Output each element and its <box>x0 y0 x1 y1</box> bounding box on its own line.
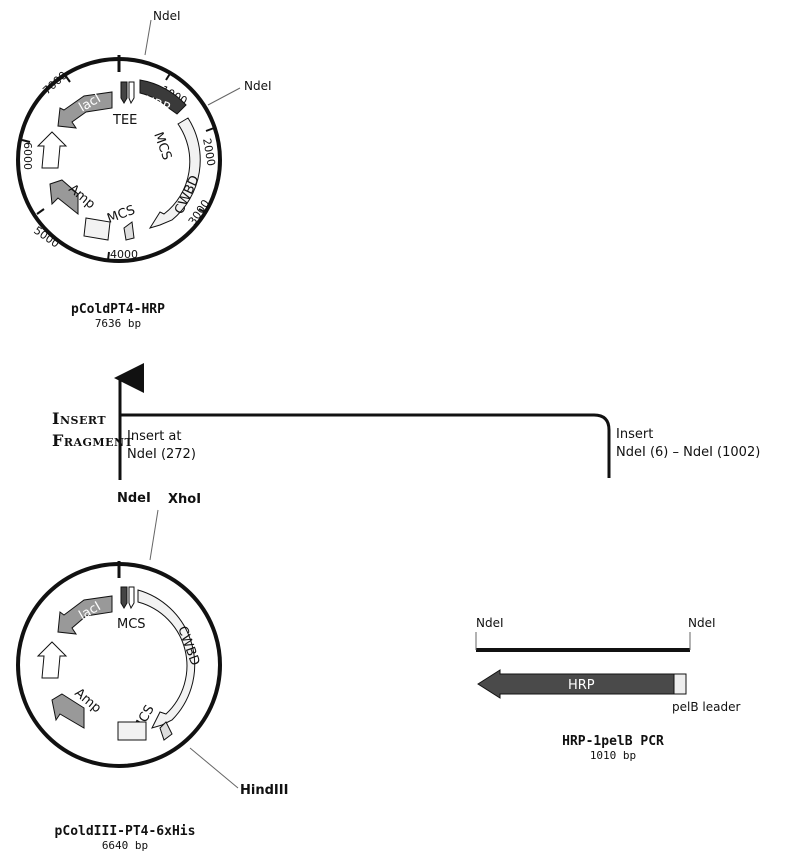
feature-laci-arrow <box>57 91 113 129</box>
plasmid-top-caption: pColdPT4-HRP 7636 bp <box>38 302 198 330</box>
feature-promoter-arrow-b <box>36 641 68 679</box>
feature-cwbd-arrow <box>148 117 201 229</box>
pcr-site-right-label: NdeI <box>688 616 716 630</box>
plasmid-bottom: MCS CWBD MCS Amp lacI NdeI XhoI HindIII <box>16 491 288 798</box>
feature-mcs-top-label-b: MCS <box>117 617 146 632</box>
pcr-pelb-box <box>673 673 687 695</box>
site-line-ndei-1 <box>144 19 152 56</box>
insert-heading-line1: Insert <box>52 409 107 428</box>
site-line-hindiii <box>189 747 239 789</box>
site-label-hindiii: HindIII <box>240 783 288 798</box>
site-label-xhoi: XhoI <box>168 492 201 507</box>
site-line-xhoi <box>149 509 159 561</box>
feature-small-box-b <box>117 721 147 741</box>
feature-small-box <box>83 217 111 241</box>
feature-amp-arrow <box>49 179 79 216</box>
pcr-pelb-label: pelB leader <box>672 700 740 714</box>
site-label-ndei-b: NdeI <box>117 491 151 506</box>
tick-label-2000: 2000 <box>200 137 218 167</box>
site-label-ndei-2: NdeI <box>244 79 272 93</box>
feature-amp-arrow-b <box>51 693 85 729</box>
feature-mcs-small-arrow-b <box>159 721 173 741</box>
plasmid-top-name: pColdPT4-HRP <box>71 302 165 317</box>
pcr-caption: HRP-1pelB PCR 1010 bp <box>528 734 698 762</box>
feature-cwbd-arrow-b <box>137 589 196 729</box>
plasmid-bottom-caption: pColdIII-PT4-6xHis 6640 bp <box>30 824 220 852</box>
feature-laci-arrow-b <box>57 595 113 635</box>
insert-left-note: Insert at NdeI (272) <box>127 428 196 464</box>
feature-hrp-arrow <box>139 79 187 115</box>
pcr-size: 1010 bp <box>589 749 637 762</box>
insert-fragment-heading: Insert Fragment <box>52 408 133 452</box>
site-line-ndei-2 <box>207 87 241 106</box>
insert-right-note-line1: Insert <box>616 427 654 442</box>
plasmid-top: 1000 2000 3000 4000 5000 6000 7000 HRP T… <box>16 9 272 263</box>
insert-left-note-line1: Insert at <box>127 429 182 444</box>
pcr-fragment: NdeI NdeI HRP pelB leader <box>475 616 740 714</box>
feature-tee-arrows <box>120 81 135 105</box>
insert-left-note-line2: NdeI (272) <box>127 447 196 462</box>
tick-label-6000: 6000 <box>21 142 34 170</box>
site-label-ndei-1: NdeI <box>153 9 181 23</box>
feature-mcs-small-arrow <box>123 221 135 241</box>
feature-arrows-bottom <box>120 586 135 610</box>
insert-right-note-line2: NdeI (6) – NdeI (1002) <box>616 445 761 460</box>
insert-connector <box>114 363 611 480</box>
pcr-name: HRP-1pelB PCR <box>562 734 664 749</box>
feature-cwbd-label-b: CWBD <box>174 624 202 668</box>
feature-promoter-arrow <box>36 131 68 169</box>
pcr-hrp-label: HRP <box>568 678 595 693</box>
plasmid-top-size: 7636 bp <box>94 317 142 330</box>
feature-tee-label: TEE <box>112 113 137 128</box>
insert-path <box>120 413 611 478</box>
pcr-site-left-label: NdeI <box>476 616 504 630</box>
feature-mcs-top-label: MCS <box>150 130 174 162</box>
plasmid-bottom-name: pColdIII-PT4-6xHis <box>54 824 196 839</box>
insert-right-note: Insert NdeI (6) – NdeI (1002) <box>616 426 760 462</box>
plasmid-bottom-size: 6640 bp <box>101 839 149 852</box>
plasmid-top-ticks <box>21 71 215 261</box>
tick-label-4000: 4000 <box>110 248 138 261</box>
insert-heading-line2: Fragment <box>52 431 134 450</box>
